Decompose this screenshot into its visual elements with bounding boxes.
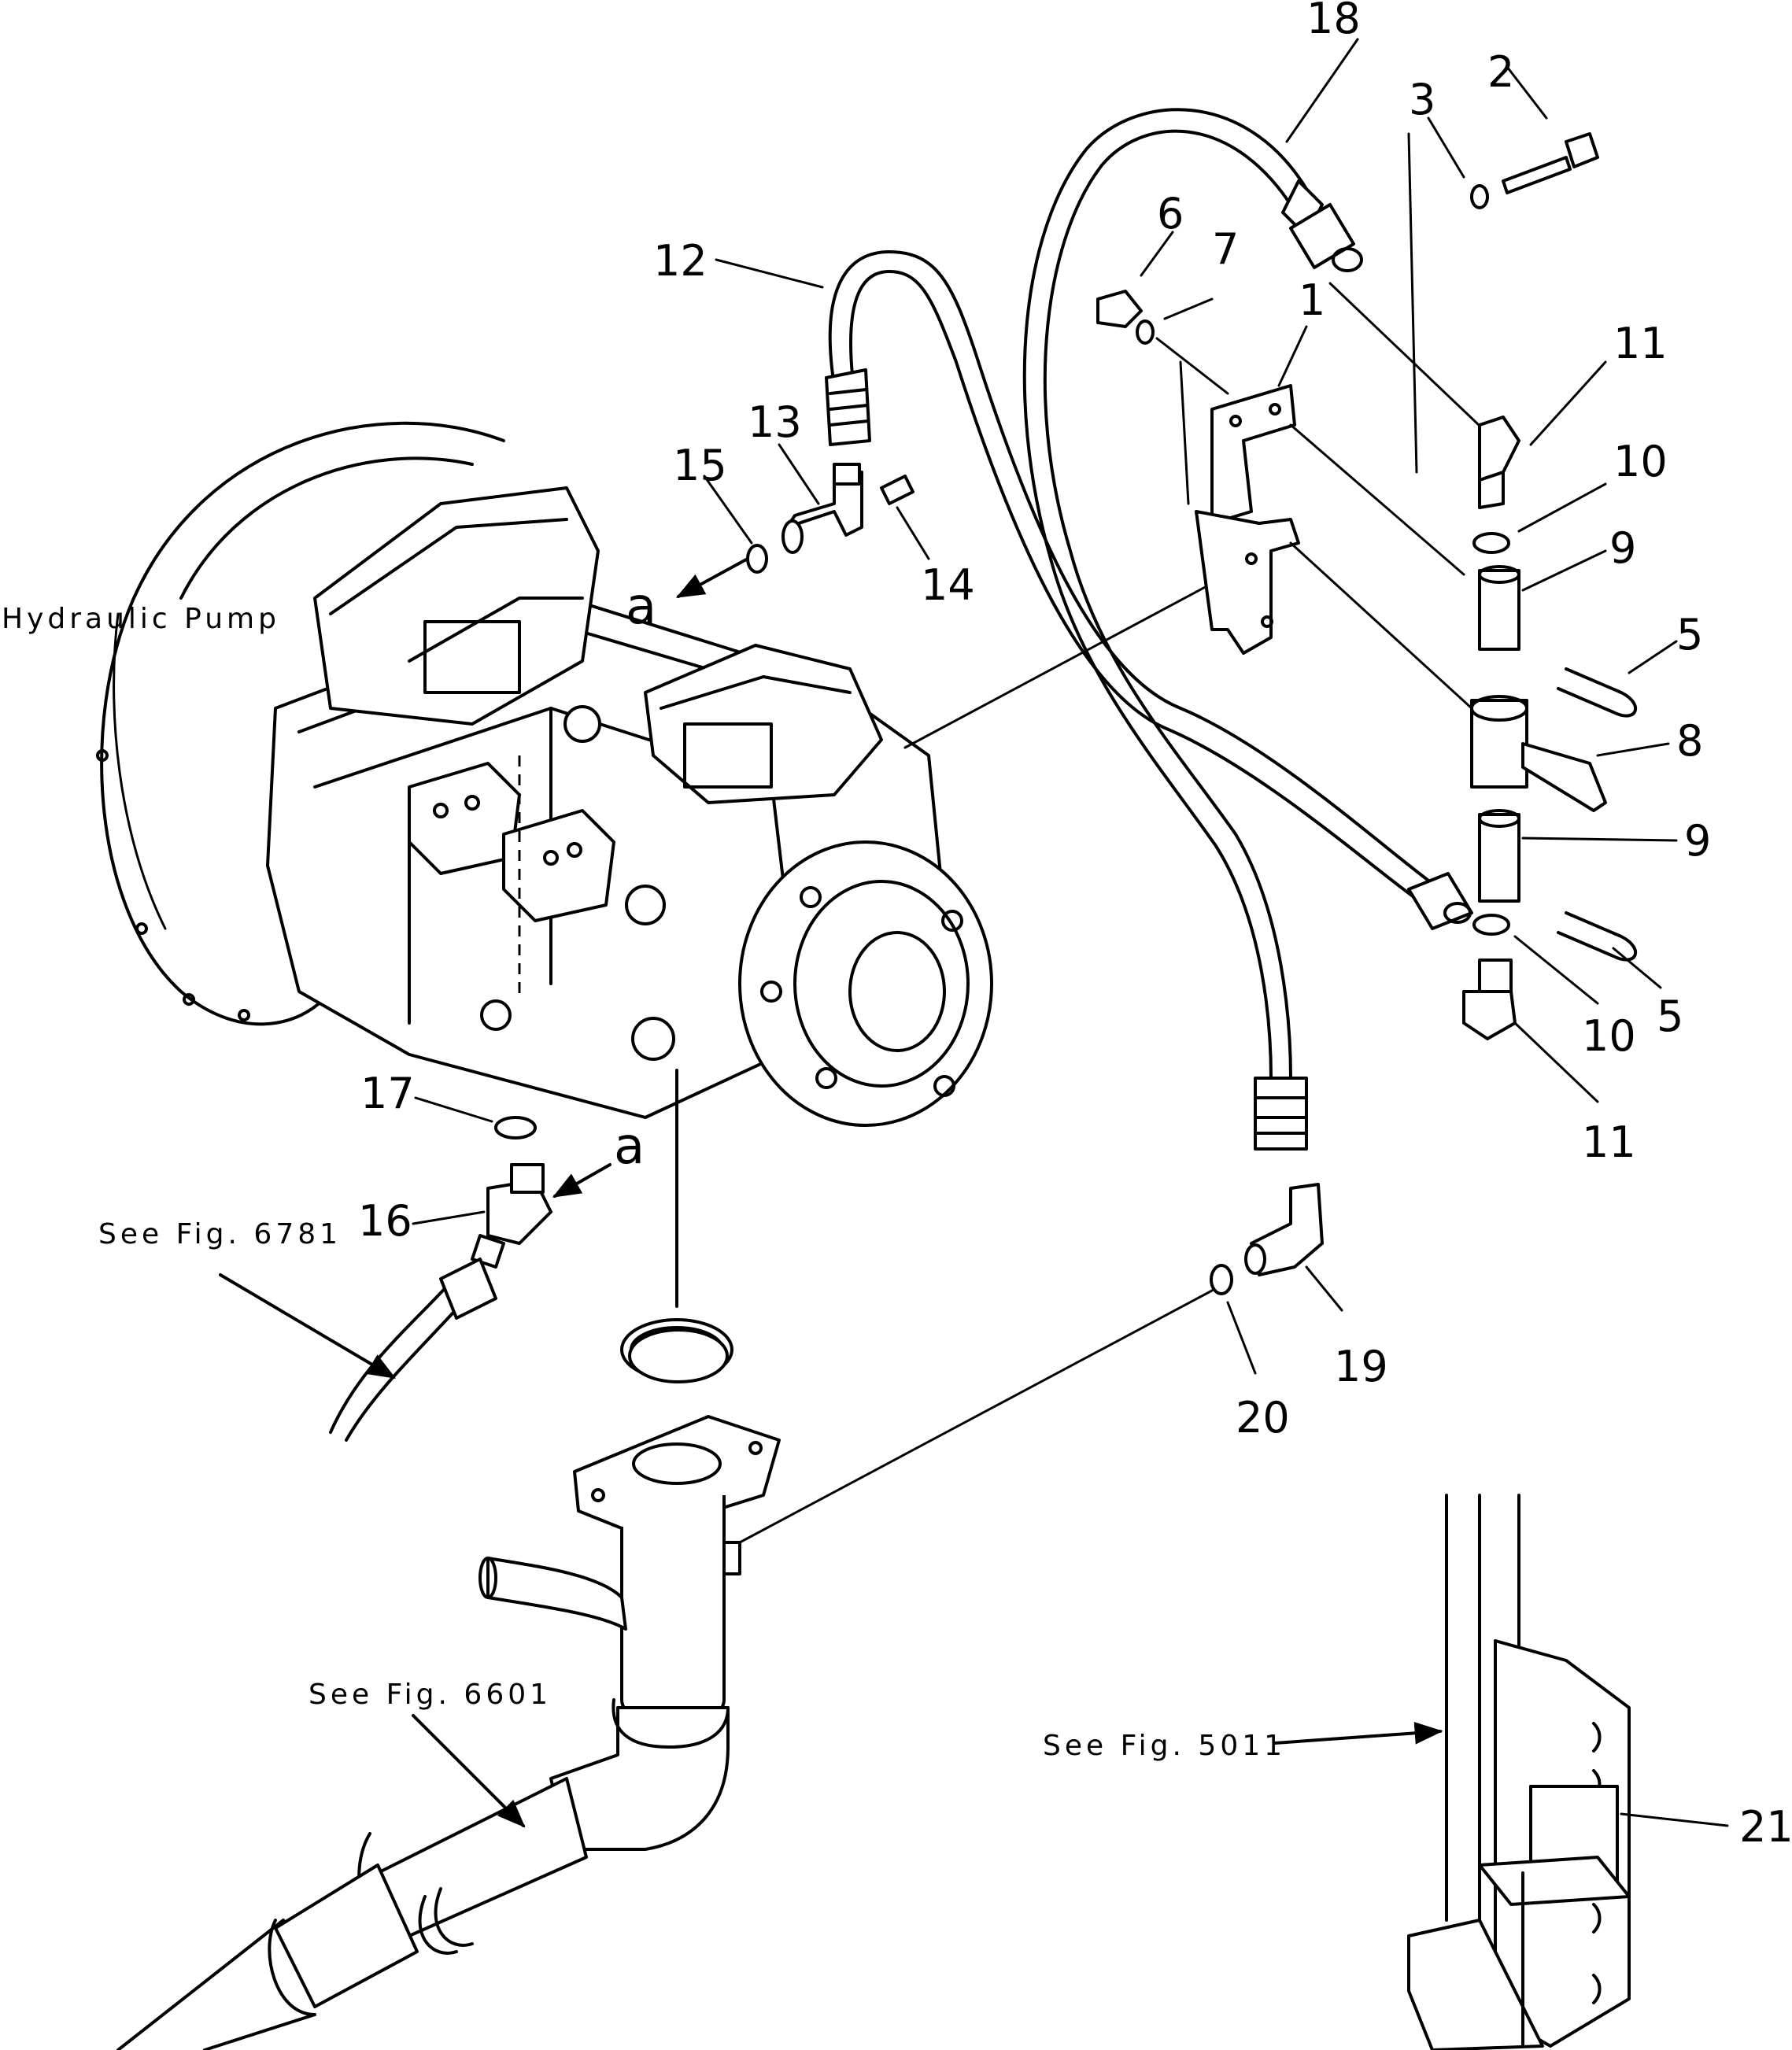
plug-14 [880,475,914,505]
callout-1: 1 [1299,275,1325,325]
callout-5-lower: 5 [1657,992,1683,1041]
fig-6781-arrow [219,1273,397,1379]
fig-5011-arrow [1273,1721,1443,1745]
elbow-fitting-11-upper [1478,416,1520,509]
callout-17: 17 [360,1069,415,1118]
callout-10-lower: 10 [1582,1011,1636,1061]
coupler-9-upper [1478,565,1520,651]
clip-pin-5-upper [1557,667,1638,718]
view-a-arrow-lower [552,1163,611,1198]
view-mark-a-lower: a [614,1117,645,1176]
o-ring-10-upper [1472,532,1510,554]
fig-6781-reference: See Fig. 6781 [98,1218,342,1250]
view-mark-a-upper: a [626,578,656,636]
clip-pin-5-lower [1557,911,1638,962]
o-ring-17 [494,1116,537,1140]
elbow-fitting-19 [1244,1183,1324,1276]
elbow-fitting-11-lower [1462,959,1517,1040]
nut-6 [1096,290,1143,328]
callout-8: 8 [1676,716,1703,766]
frame-drawing [1407,1494,1631,2050]
callout-19: 19 [1334,1342,1388,1391]
callout-20: 20 [1236,1393,1290,1442]
callout-11-upper: 11 [1613,319,1668,368]
fig-6601-reference: See Fig. 6601 [309,1679,552,1711]
ball-valve-8 [1470,695,1607,812]
suction-o-ring [628,1328,729,1383]
callout-16: 16 [358,1196,412,1246]
callout-11-lower: 11 [1582,1117,1636,1167]
hose-18-drawing [1022,108,1497,1151]
callout-12: 12 [653,236,708,286]
leader-lines [412,38,1729,1827]
callout-21: 21 [1739,1802,1792,1852]
callout-7: 7 [1212,224,1239,274]
coupler-9-lower [1478,809,1520,903]
callout-10-upper: 10 [1613,437,1668,486]
elbow-fitting-13 [781,463,863,554]
callout-5-upper: 5 [1676,610,1703,659]
callout-14: 14 [921,560,975,610]
o-ring-15 [746,544,768,574]
fig-6601-arrow [412,1714,526,1828]
callout-6: 6 [1157,189,1184,238]
hydraulic-pump-label: Hydraulic Pump [2,603,280,635]
o-ring-20 [1210,1264,1233,1295]
bracket-1-drawing [1179,132,1473,710]
bolt-2 [1502,132,1599,194]
view-a-arrow-upper [675,557,749,598]
washer-3 [1470,184,1489,209]
elbow-fitting-16 [471,1163,552,1269]
callout-9-lower: 9 [1684,816,1711,866]
callout-13: 13 [748,397,802,447]
hydraulic-pump-drawing [96,421,1245,1308]
washer-7 [1136,320,1155,345]
callout-2: 2 [1487,47,1514,97]
callout-9-upper: 9 [1609,523,1636,573]
suction-pipe-drawing [116,1318,781,2050]
hose-12-drawing [825,250,1473,930]
callout-3: 3 [1409,75,1435,124]
o-ring-10-lower [1472,914,1510,936]
fig-5011-reference: See Fig. 5011 [1043,1730,1286,1762]
callout-18: 18 [1306,0,1361,43]
callout-15: 15 [673,441,727,490]
